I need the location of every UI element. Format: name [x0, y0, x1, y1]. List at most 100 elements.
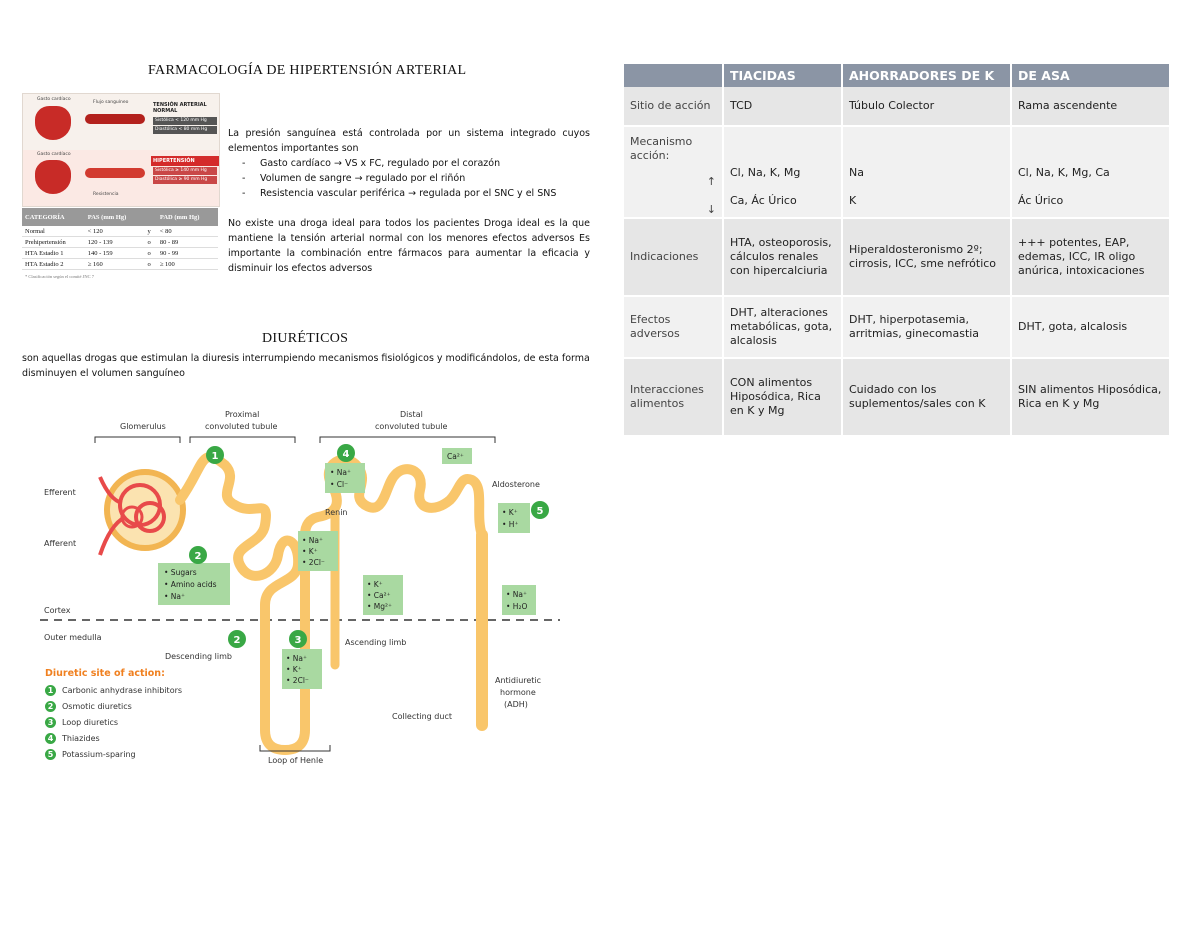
- svg-text:4: 4: [343, 449, 350, 460]
- table-header: [144, 208, 156, 226]
- box-proximal: • Sugars • Amino acids • Na⁺: [158, 563, 230, 605]
- svg-text:• 2Cl⁻: • 2Cl⁻: [302, 558, 325, 567]
- table-row: Mecanismo acción: ↑ ↓ Cl, Na, K, Mg Ca, …: [624, 127, 1171, 219]
- loop-of-henle-label: Loop of Henle: [268, 756, 323, 765]
- box-calcium: Ca²⁺: [442, 448, 472, 464]
- proximal-label: Proximal: [225, 410, 259, 419]
- svg-text:• Mg²⁺: • Mg²⁺: [367, 602, 392, 611]
- svg-text:• 2Cl⁻: • 2Cl⁻: [286, 676, 309, 685]
- adh-label-3: (ADH): [504, 700, 528, 709]
- svg-text:3: 3: [295, 635, 302, 646]
- svg-text:• Na⁺: • Na⁺: [506, 590, 527, 599]
- legend-title: Diuretic site of action:: [45, 668, 182, 679]
- svg-text:• Amino acids: • Amino acids: [164, 580, 217, 589]
- svg-text:• Na⁺: • Na⁺: [164, 592, 185, 601]
- intro-paragraph: La presión sanguínea está controlada por…: [228, 126, 590, 156]
- table-header: TIACIDAS: [724, 64, 843, 87]
- svg-text:• K⁺: • K⁺: [502, 508, 518, 517]
- svg-text:• H⁺: • H⁺: [502, 520, 518, 529]
- blood-pressure-figure: Gasto cardíaco Flujo sanguíneo Gasto car…: [22, 93, 220, 207]
- svg-text:• K⁺: • K⁺: [302, 547, 318, 556]
- site-number-2a: 2: [189, 546, 207, 564]
- table-header: AHORRADORES DE K: [843, 64, 1012, 87]
- svg-text:• Ca²⁺: • Ca²⁺: [367, 591, 391, 600]
- heart-icon: [35, 106, 71, 140]
- table-row: Sitio de acción TCD Túbulo Colector Rama…: [624, 87, 1171, 127]
- page-title: FARMACOLOGÍA DE HIPERTENSIÓN ARTERIAL: [148, 63, 466, 79]
- table-header: CATEGORÍA: [22, 208, 85, 226]
- site-number-5: 5: [531, 501, 549, 519]
- list-item: Gasto cardíaco → VS x FC, regulado por e…: [242, 156, 590, 171]
- site-number-4: 4: [337, 444, 355, 462]
- svg-text:Ca²⁺: Ca²⁺: [447, 452, 464, 461]
- thumb-label: Flujo sanguíneo: [93, 100, 128, 105]
- diureticos-text: son aquellas drogas que estimulan la diu…: [22, 351, 602, 381]
- collecting-duct-label: Collecting duct: [392, 712, 452, 721]
- table-footnote: * Clasificación según el comité JNC 7: [22, 270, 218, 283]
- site-number-2b: 2: [228, 630, 246, 648]
- adh-label-1: Antidiuretic: [495, 676, 541, 685]
- list-item: Volumen de sangre → regulado por el riñó…: [242, 171, 590, 186]
- glomerulus-label: Glomerulus: [120, 422, 166, 431]
- efferent-label: Efferent: [44, 488, 76, 497]
- svg-text:5: 5: [537, 506, 544, 517]
- box-ascending-mid: • K⁺ • Ca²⁺ • Mg²⁺: [363, 575, 403, 615]
- box-ascending-low: • Na⁺ • K⁺ • 2Cl⁻: [282, 649, 322, 689]
- normal-pressure-box: TENSIÓN ARTERIAL NORMAL Sistólica < 120 …: [151, 100, 219, 136]
- thumb-label: Resistencia: [93, 192, 119, 197]
- cortex-label: Cortex: [44, 606, 71, 615]
- table-row: Indicaciones HTA, osteoporosis, cálculos…: [624, 219, 1171, 297]
- intro-text: La presión sanguínea está controlada por…: [228, 126, 590, 276]
- table-row: Interacciones alimentos CON alimentos Hi…: [624, 359, 1171, 437]
- outer-medulla-label: Outer medulla: [44, 633, 102, 642]
- svg-text:1: 1: [212, 451, 219, 462]
- bp-classification-table: CATEGORÍA PAS (mm Hg) PAD (mm Hg) Normal…: [22, 208, 218, 282]
- box-aldosterone: • K⁺ • H⁺: [498, 503, 530, 533]
- renin-label: Renin: [325, 508, 347, 517]
- heart-icon-2: [35, 160, 71, 194]
- svg-text:• Sugars: • Sugars: [164, 568, 197, 577]
- box-distal: • Na⁺ • Cl⁻: [325, 463, 365, 493]
- svg-text:• Na⁺: • Na⁺: [286, 654, 307, 663]
- table-header: [624, 64, 724, 87]
- glomerulus: [100, 472, 183, 555]
- site-number-1: 1: [206, 446, 224, 464]
- svg-text:• K⁺: • K⁺: [286, 665, 302, 674]
- intro-paragraph-2: No existe una droga ideal para todos los…: [228, 216, 590, 276]
- thumb-label: Gasto cardíaco: [37, 97, 71, 102]
- svg-text:• Cl⁻: • Cl⁻: [330, 480, 348, 489]
- proximal-label-2: convoluted tubule: [205, 422, 278, 431]
- table-header: DE ASA: [1012, 64, 1171, 87]
- ascending-limb-label: Ascending limb: [345, 638, 406, 647]
- table-header: PAD (mm Hg): [157, 208, 218, 226]
- afferent-label: Afferent: [44, 539, 76, 548]
- svg-text:• K⁺: • K⁺: [367, 580, 383, 589]
- diuretics-table: TIACIDAS AHORRADORES DE K DE ASA Sitio d…: [624, 64, 1171, 437]
- svg-text:2: 2: [234, 635, 241, 646]
- distal-label: Distal: [400, 410, 423, 419]
- intro-bullets: Gasto cardíaco → VS x FC, regulado por e…: [228, 156, 590, 201]
- table-row: Efectos adversos DHT, alteraciones metab…: [624, 297, 1171, 359]
- adh-label-2: hormone: [500, 688, 536, 697]
- box-collecting: • Na⁺ • H₂O: [502, 585, 536, 615]
- svg-text:2: 2: [195, 551, 202, 562]
- site-number-3: 3: [289, 630, 307, 648]
- box-ascending-top: • Na⁺ • K⁺ • 2Cl⁻: [298, 531, 338, 571]
- svg-text:• H₂O: • H₂O: [506, 602, 527, 611]
- descending-limb-label: Descending limb: [165, 652, 232, 661]
- diureticos-title: DIURÉTICOS: [262, 331, 348, 347]
- thumb-label: Gasto cardíaco: [37, 152, 71, 157]
- hypertension-box: HIPERTENSIÓN Sistólica ≥ 140 mm Hg Diast…: [151, 156, 219, 192]
- svg-text:• Na⁺: • Na⁺: [330, 468, 351, 477]
- table-row: Prehipertensión120 - 139o80 - 89: [22, 237, 218, 248]
- distal-label-2: convoluted tubule: [375, 422, 448, 431]
